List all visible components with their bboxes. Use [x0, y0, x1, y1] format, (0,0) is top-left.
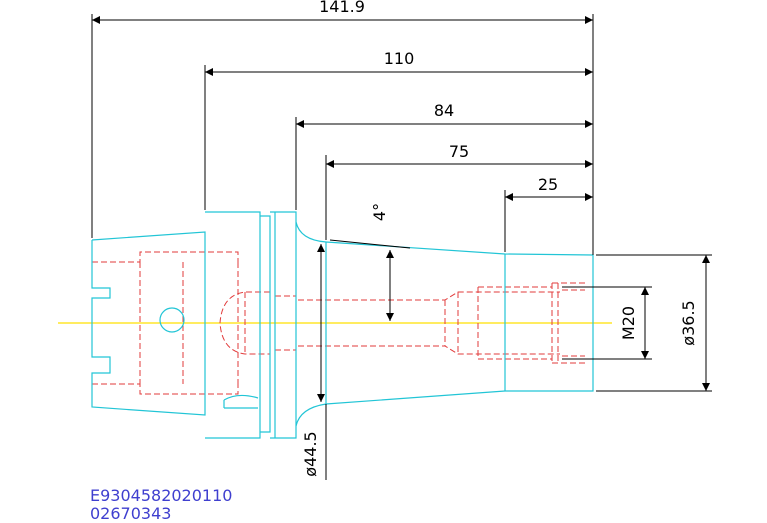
- dim-thread: M20: [619, 306, 638, 340]
- part-code-line2: 02670343: [90, 504, 171, 523]
- tool-holder-outline: [91, 211, 594, 439]
- hidden-lines: [92, 251, 585, 395]
- dim-nose-diameter: ø36.5: [679, 300, 698, 345]
- dim-flange-to-end: 84: [434, 101, 454, 120]
- part-code-line1: E9304582020110: [90, 486, 232, 505]
- dim-overall-length: 141.9: [319, 0, 365, 16]
- dim-taper-angle: 4°: [370, 203, 389, 221]
- dim-gauge-to-end: 110: [384, 49, 415, 68]
- dim-taper-length: 75: [449, 142, 469, 161]
- dim-nose-length: 25: [538, 175, 558, 194]
- dim-taper-diameter: ø44.5: [301, 431, 320, 476]
- dimension-lines: [91, 14, 712, 480]
